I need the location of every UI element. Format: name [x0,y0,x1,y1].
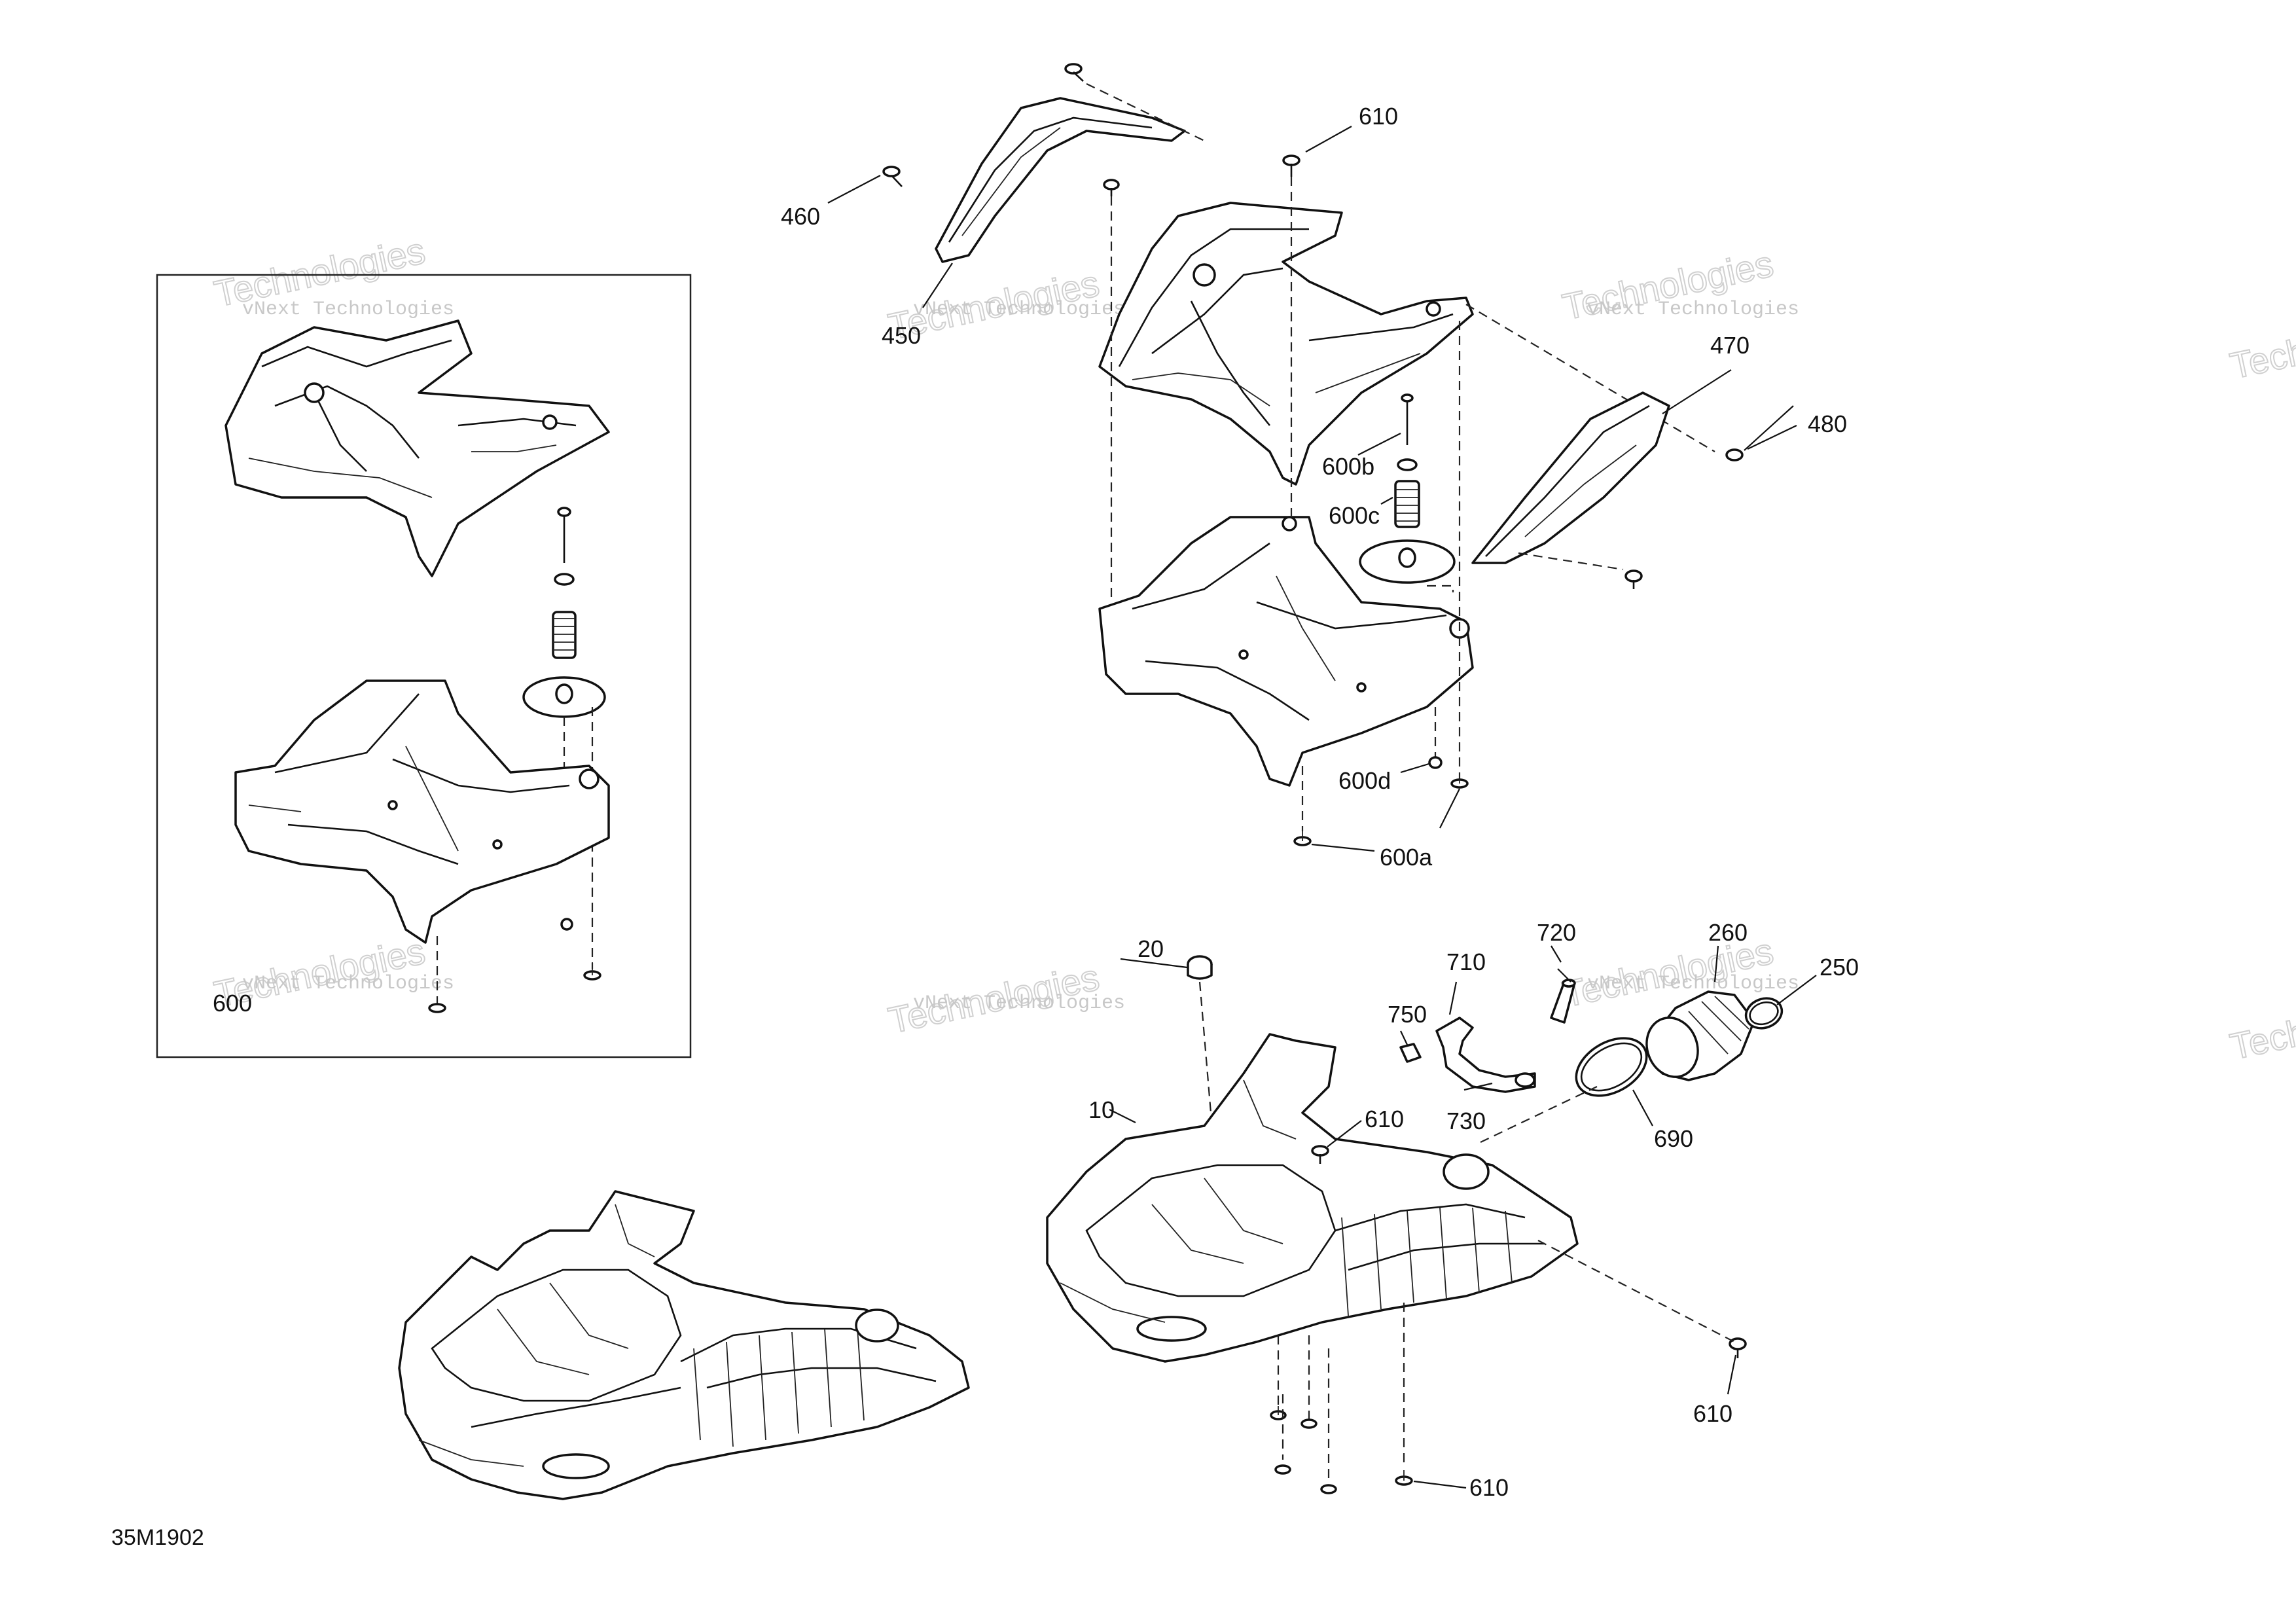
screw-bottom-1 [1270,1335,1287,1420]
screw-610-mid [1311,1145,1329,1164]
clamp-part-250 [1744,997,1784,1030]
screw-470-bottom [1624,569,1643,589]
assembly-lines [1110,177,1461,831]
callout-610: 610 [1365,1106,1404,1132]
watermark-text: vNext Technologies [242,298,454,321]
callout-600: 600 [213,990,252,1017]
plug-part-750 [1399,1043,1422,1063]
screw-600a-right [1450,772,1469,789]
callout-600c: 600c [1329,502,1380,529]
callout-690: 690 [1654,1125,1693,1152]
callout-450: 450 [882,322,921,349]
callout-600b: 600b [1322,453,1374,480]
callout-260: 260 [1708,919,1748,946]
cover-part-470 [1471,391,1670,571]
callout-730: 730 [1446,1108,1486,1134]
nut-600d [1428,756,1443,769]
screw-610-bottom [1395,1303,1413,1486]
watermarks: Technologies vNext Technologies Technolo… [210,229,2296,1068]
watermark-text: vNext Technologies [242,973,454,995]
assembly-line [1480,1086,1598,1143]
watermark-text: vNext Technologies [913,992,1125,1015]
screw-600a-left [1293,830,1312,846]
leader-lines [827,126,1817,1489]
screw-610-top [1282,154,1300,177]
callout-600d: 600d [1338,767,1391,794]
inset-mount-stack [522,507,606,969]
clamp-part-690 [1575,1037,1648,1097]
callout-250: 250 [1820,954,1859,981]
cap-part-20 [1187,955,1213,1113]
callout-10: 10 [1088,1096,1115,1123]
upper-housing-assembly [1098,202,1715,486]
callout-710: 710 [1446,948,1486,975]
watermark-text: vNext Technologies [913,298,1125,321]
hose-part-730 [1435,1017,1536,1093]
watermark-text: vNext Technologies [1587,298,1799,321]
callout-600a: 600a [1380,844,1433,871]
watermark-large: Technologies [2227,983,2296,1068]
callout-20: 20 [1138,935,1164,962]
screw-top-left [1064,63,1205,141]
mount-stack-600 [1359,393,1456,592]
watermark-text: vNext Technologies [1587,973,1799,995]
callout-610: 610 [1359,103,1398,130]
callout-480: 480 [1808,410,1847,437]
screw-top-460 [882,166,903,187]
callout-750: 750 [1388,1001,1427,1028]
screw-bottom-2 [1300,1335,1318,1429]
fitting-part-720 [1550,968,1576,1024]
inset-lower-base [234,679,610,1013]
screw-top-mid [1103,179,1120,196]
callout-470: 470 [1710,332,1749,359]
callout-720: 720 [1537,919,1576,946]
callout-610: 610 [1469,1474,1509,1501]
inset-frame [156,274,692,1058]
watermark-large: Technologies [2227,302,2296,387]
screw-610-right [1537,1240,1747,1358]
inset-upper-housing [224,319,610,577]
figure-code: 35M1902 [111,1525,204,1550]
callout-610: 610 [1693,1400,1732,1427]
screw-bottom-3 [1274,1394,1291,1475]
callout-labels: 460 450 610 470 480 600b 600c 600d 600a … [213,103,1859,1501]
screw-bottom-4 [1320,1348,1337,1494]
screw-480 [1725,448,1744,461]
callout-460: 460 [781,203,820,230]
assembled-airbox-left [398,1190,970,1500]
lower-base-assembly [1098,516,1474,787]
adapter-part-260 [1645,990,1755,1081]
cover-part-450 [935,97,1186,263]
airbox-part-10 [1046,1033,1579,1363]
